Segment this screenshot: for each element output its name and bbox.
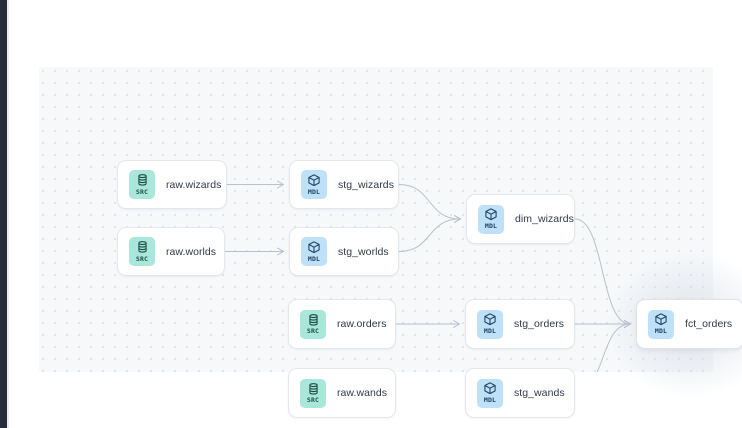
- node-kind-label: MDL: [654, 327, 668, 335]
- src-badge: SRC: [129, 170, 155, 199]
- cube-icon: [308, 241, 320, 254]
- graph-node-stg-worlds[interactable]: MDL stg_worlds: [289, 227, 399, 276]
- node-kind-label: MDL: [484, 222, 498, 230]
- database-icon: [137, 241, 148, 254]
- edge-dim-wizards-fct-orders: [574, 218, 631, 328]
- edge-stg-orders-fct-orders: [574, 320, 631, 328]
- edge-arrowhead: [277, 247, 284, 256]
- mdl-badge: MDL: [478, 204, 504, 234]
- node-label: raw.orders: [337, 318, 387, 330]
- node-kind-label: SRC: [135, 254, 149, 263]
- node-kind-label: SRC: [306, 327, 320, 335]
- mdl-badge: MDL: [648, 309, 674, 339]
- graph-node-dim-wizards[interactable]: MDL dim_wizards: [466, 194, 575, 244]
- node-label: raw.worlds: [166, 245, 217, 258]
- left-rail-divider: [7, 0, 9, 428]
- edge-arrowhead: [624, 320, 631, 328]
- edge-raw-orders-stg-orders: [395, 320, 460, 328]
- cube-icon: [655, 313, 667, 326]
- node-label: stg_wizards: [338, 178, 394, 191]
- mdl-badge: MDL: [301, 170, 327, 199]
- edge-arrowhead: [624, 320, 631, 328]
- src-badge: SRC: [300, 378, 326, 408]
- node-label: fct_orders: [685, 318, 733, 330]
- edge-arrowhead: [453, 320, 460, 328]
- graph-node-stg-wands[interactable]: MDL stg_wands: [465, 368, 575, 418]
- edge-arrowhead: [454, 215, 461, 223]
- cube-icon: [308, 174, 320, 187]
- src-badge: SRC: [129, 237, 155, 266]
- node-label: dim_wizards: [515, 213, 574, 225]
- cube-icon: [485, 208, 497, 221]
- edge-stg-wands-fct-orders: [596, 320, 631, 372]
- graph-node-raw-orders[interactable]: SRC raw.orders: [288, 299, 396, 349]
- database-icon: [308, 382, 319, 395]
- edge-arrowhead: [454, 215, 461, 223]
- node-kind-label: SRC: [135, 187, 149, 196]
- node-label: stg_worlds: [338, 245, 389, 258]
- node-label: raw.wizards: [166, 178, 222, 191]
- node-label: raw.wands: [337, 387, 388, 399]
- node-kind-label: SRC: [306, 396, 320, 404]
- edge-arrowhead: [277, 180, 284, 189]
- cube-icon: [484, 313, 496, 326]
- edge-raw-worlds-stg-worlds: [225, 247, 284, 256]
- node-label: stg_orders: [514, 318, 565, 330]
- cube-icon: [484, 382, 496, 395]
- database-icon: [308, 313, 319, 326]
- edge-raw-wizards-stg-wizards: [227, 180, 284, 189]
- mdl-badge: MDL: [477, 378, 503, 408]
- node-kind-label: MDL: [307, 254, 321, 263]
- graph-node-fct-orders[interactable]: MDL fct_orders: [636, 299, 742, 349]
- mdl-badge: MDL: [301, 237, 327, 266]
- left-rail: [0, 0, 7, 428]
- graph-node-stg-wizards[interactable]: MDL stg_wizards: [289, 160, 399, 209]
- graph-node-raw-worlds[interactable]: SRC raw.worlds: [117, 227, 225, 276]
- graph-node-raw-wizards[interactable]: SRC raw.wizards: [117, 160, 227, 209]
- edge-stg-worlds-dim-wizards: [398, 215, 461, 252]
- graph-node-raw-wands[interactable]: SRC raw.wands: [288, 368, 396, 418]
- node-kind-label: MDL: [307, 187, 321, 196]
- mdl-badge: MDL: [477, 309, 503, 339]
- edge-stg-wizards-dim-wizards: [398, 184, 461, 223]
- node-label: stg_wands: [514, 387, 565, 399]
- node-kind-label: MDL: [483, 396, 497, 404]
- src-badge: SRC: [300, 309, 326, 339]
- graph-node-stg-orders[interactable]: MDL stg_orders: [465, 299, 575, 349]
- database-icon: [137, 174, 148, 187]
- edge-arrowhead: [624, 320, 631, 328]
- node-kind-label: MDL: [483, 327, 497, 335]
